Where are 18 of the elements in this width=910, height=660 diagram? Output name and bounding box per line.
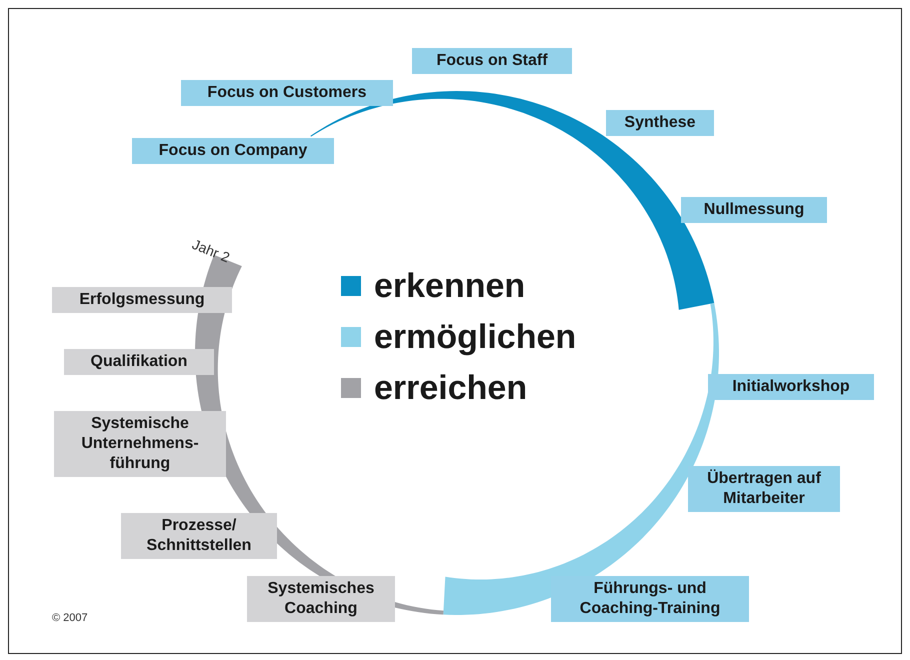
stage-label-box: Focus on Company xyxy=(132,138,334,164)
stage-label-box: Focus on Customers xyxy=(181,80,393,106)
legend-label: erkennen xyxy=(374,266,526,306)
legend-label: erreichen xyxy=(374,368,528,408)
stage-label-box: Nullmessung xyxy=(681,197,827,223)
stage-label-box: Initialworkshop xyxy=(708,374,874,400)
stage-label-box: Führungs- und Coaching-Training xyxy=(551,576,749,622)
stage-label-box: Focus on Staff xyxy=(412,48,572,74)
stage-label-box: Synthese xyxy=(606,110,714,136)
legend-label: ermöglichen xyxy=(374,317,576,357)
stage-label-box: Prozesse/ Schnittstellen xyxy=(121,513,277,559)
copyright-note: © 2007 xyxy=(52,612,88,624)
stage-label-box: Systemisches Coaching xyxy=(247,576,395,622)
stage-label-box: Qualifikation xyxy=(64,349,214,375)
stage-label-box: Erfolgsmessung xyxy=(52,287,232,313)
year-label: Jahr 2 xyxy=(190,236,232,266)
stage-label-box: Systemische Unternehmens-führung xyxy=(54,411,226,477)
stage-label-box: Übertragen auf Mitarbeiter xyxy=(688,466,840,512)
